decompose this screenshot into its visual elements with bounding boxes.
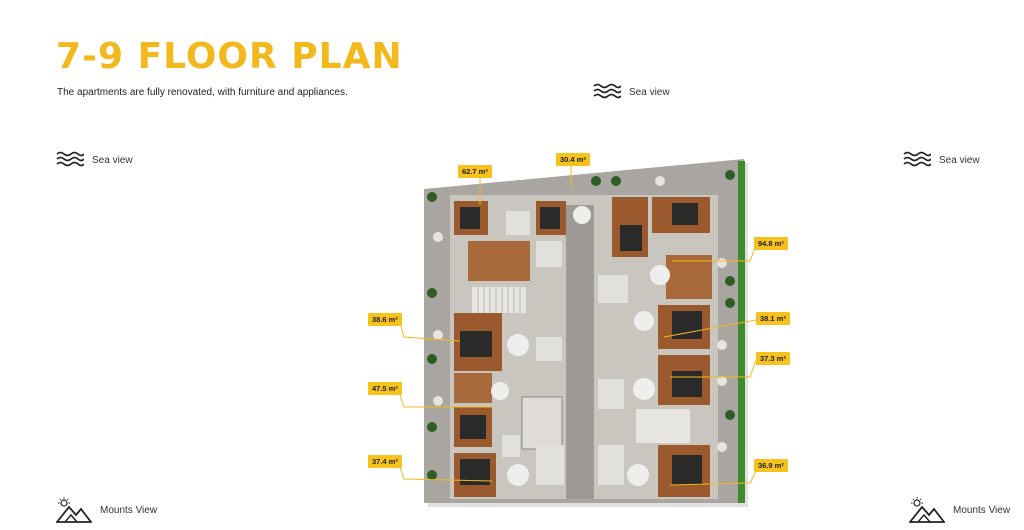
mounts-view-label: Mounts View [100,504,158,516]
waves-icon [56,151,84,167]
area-tag: 38.1 m² [756,312,790,325]
floor-plan-drawing [399,159,757,507]
area-tag: 30.4 m² [556,153,590,166]
mounts-view-left: Mounts View [56,497,157,523]
sea-view-top: Sea view [593,83,670,101]
mountain-sun-icon [909,497,945,523]
waves-icon [903,151,931,167]
page-title: 7-9 FLOOR PLAN [56,36,403,77]
sea-view-label: Sea view [92,154,133,166]
area-tag: 47.5 m² [368,382,402,395]
area-tag: 37.3 m² [756,352,790,365]
sea-view-label: Sea view [629,86,670,98]
mounts-view-right: Mounts View [909,497,1010,523]
waves-icon [593,83,621,99]
page-subtitle: The apartments are fully renovated, with… [57,87,348,98]
area-tag: 37.4 m² [368,455,402,468]
area-tag: 94.8 m² [754,237,788,250]
mountain-sun-icon [56,497,92,523]
area-tag: 36.9 m² [754,459,788,472]
sea-view-right: Sea view [903,151,980,169]
area-tag: 62.7 m² [458,165,492,178]
sea-view-label: Sea view [939,154,980,166]
floor-plan: 62.7 m² 30.4 m² 94.8 m² 38.6 m² 38.1 m² … [360,145,800,530]
sea-view-left: Sea view [56,151,133,169]
mounts-view-label: Mounts View [953,504,1011,516]
area-tag: 38.6 m² [368,313,402,326]
